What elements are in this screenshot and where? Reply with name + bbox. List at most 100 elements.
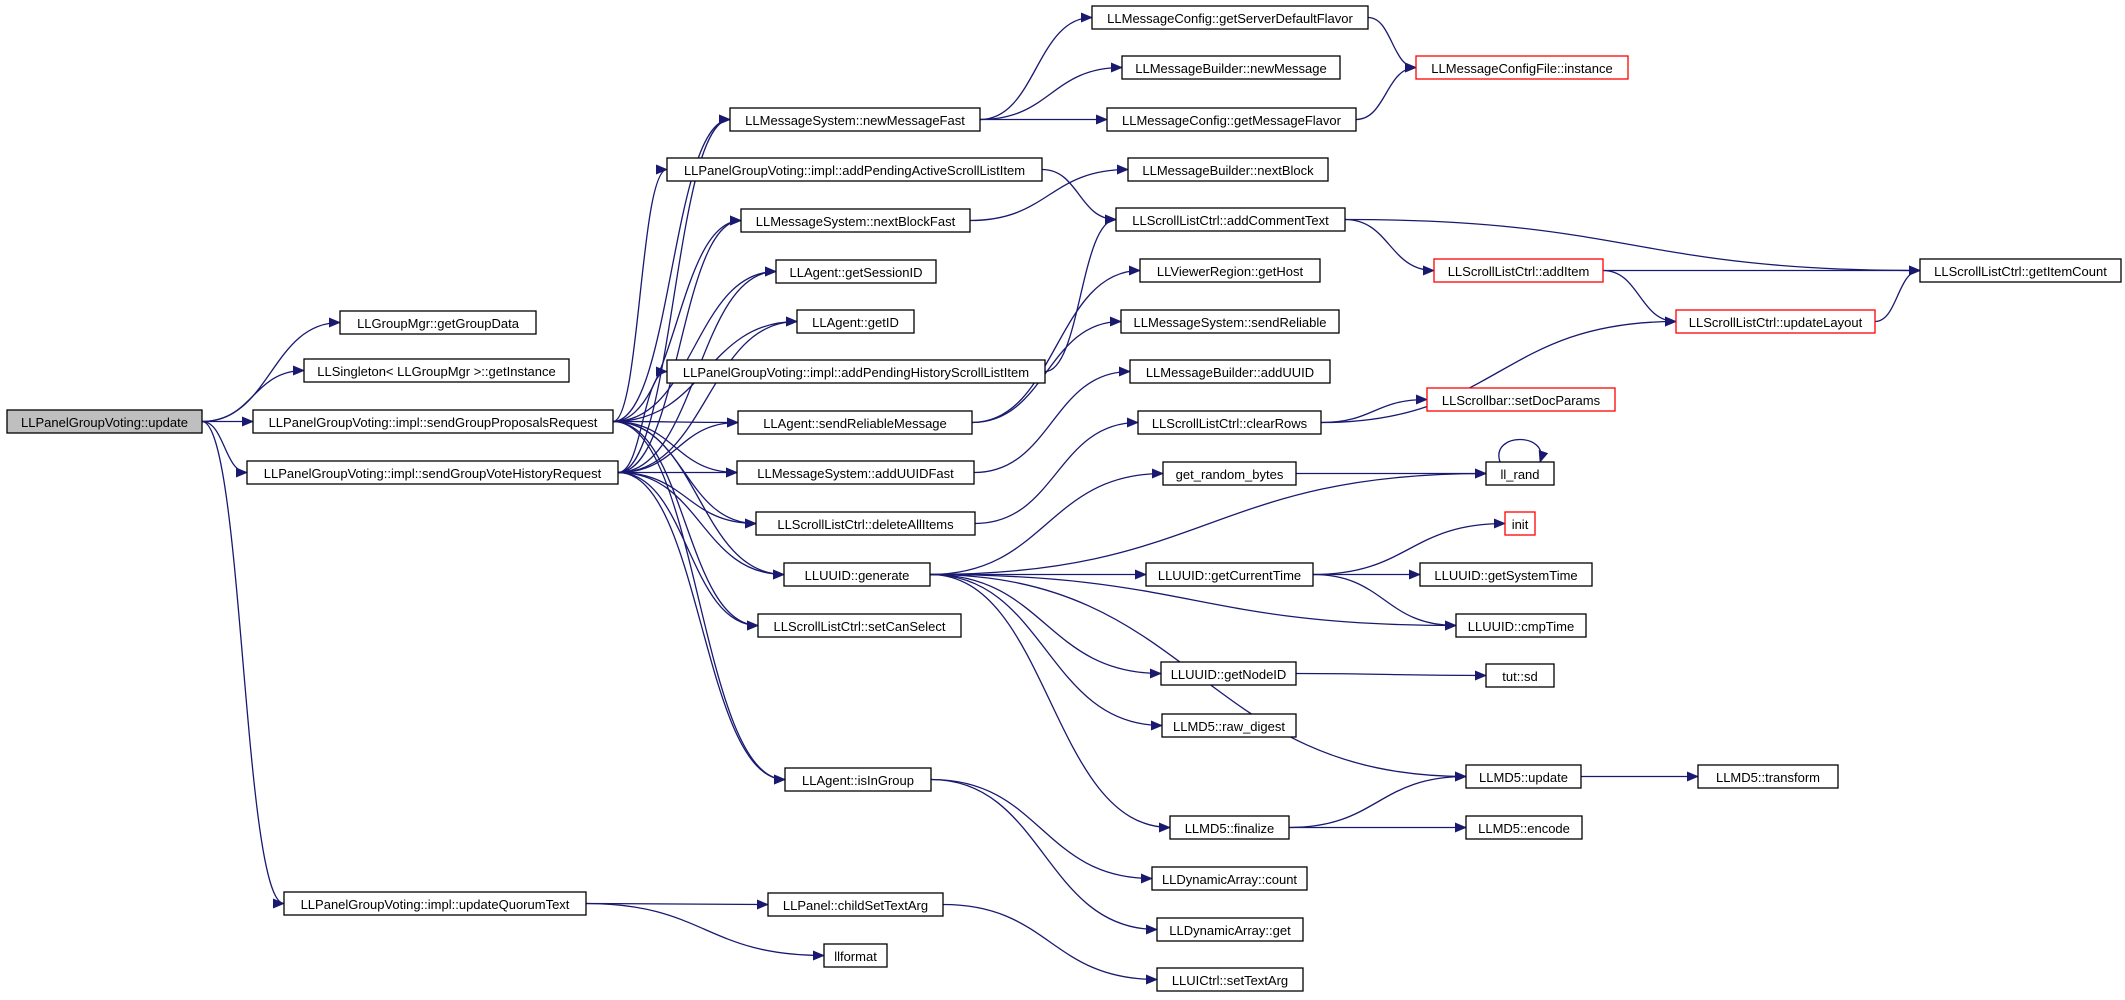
node-updateQuorum[interactable]: LLPanelGroupVoting::impl::updateQuorumTe… <box>283 891 587 916</box>
node-addUUID[interactable]: LLMessageBuilder::addUUID <box>1129 359 1331 384</box>
edge-getCurrentTime-to-cmpTime <box>1312 573 1457 631</box>
node-init[interactable]: init <box>1504 511 1536 536</box>
node-clearRows[interactable]: LLScrollListCtrl::clearRows <box>1137 410 1322 435</box>
node-getHost[interactable]: LLViewerRegion::getHost <box>1139 258 1321 283</box>
node-getGroupData[interactable]: LLGroupMgr::getGroupData <box>339 310 537 335</box>
node-nextBlockFast[interactable]: LLMessageSystem::nextBlockFast <box>740 208 971 233</box>
node-childSetTextArg[interactable]: LLPanel::childSetTextArg <box>767 892 944 917</box>
node-getRandomBytes[interactable]: get_random_bytes <box>1162 461 1297 486</box>
node-label: LLScrollListCtrl::clearRows <box>1152 416 1308 431</box>
node-getCurrentTime[interactable]: LLUUID::getCurrentTime <box>1145 562 1314 587</box>
node-rawDigest[interactable]: LLMD5::raw_digest <box>1161 713 1297 738</box>
node-box <box>1465 764 1582 789</box>
node-llformat[interactable]: llformat <box>823 943 888 968</box>
node-getMessageFlavor[interactable]: LLMessageConfig::getMessageFlavor <box>1106 107 1357 132</box>
edge-newMessageFast-to-getServerDefaultFlavor <box>979 12 1093 121</box>
node-newMessageFast[interactable]: LLMessageSystem::newMessageFast <box>729 107 981 132</box>
edge-sendProposals-to-generate <box>612 420 785 580</box>
node-generate[interactable]: LLUUID::generate <box>783 562 931 587</box>
node-addCommentText[interactable]: LLScrollListCtrl::addCommentText <box>1115 207 1346 232</box>
node-cmpTime[interactable]: LLUUID::cmpTime <box>1455 613 1587 638</box>
node-box <box>1145 562 1314 587</box>
node-box <box>666 359 1046 384</box>
node-label: LLUUID::getCurrentTime <box>1158 568 1301 583</box>
node-label: LLMessageBuilder::nextBlock <box>1142 163 1314 178</box>
node-box <box>1156 967 1304 992</box>
node-update[interactable]: LLPanelGroupVoting::update <box>6 409 203 434</box>
node-count[interactable]: LLDynamicArray::count <box>1151 866 1308 891</box>
node-label: LLMessageConfigFile::instance <box>1431 61 1612 76</box>
node-getSystemTime[interactable]: LLUUID::getSystemTime <box>1419 562 1593 587</box>
node-configInstance[interactable]: LLMessageConfigFile::instance <box>1415 55 1629 80</box>
node-deleteAllItems[interactable]: LLScrollListCtrl::deleteAllItems <box>755 511 976 536</box>
node-finalize[interactable]: LLMD5::finalize <box>1169 815 1290 840</box>
edge-sendReliableMessage-to-getHost <box>971 265 1141 424</box>
node-label: LLPanelGroupVoting::impl::addPendingHist… <box>683 365 1029 380</box>
node-label: LLScrollListCtrl::updateLayout <box>1689 315 1863 330</box>
node-label: LLScrollListCtrl::deleteAllItems <box>777 517 954 532</box>
node-box <box>784 767 932 792</box>
node-addItem[interactable]: LLScrollListCtrl::addItem <box>1433 258 1604 283</box>
node-label: LLViewerRegion::getHost <box>1157 264 1304 279</box>
node-box <box>1161 713 1297 738</box>
node-label: LLScrollListCtrl::addCommentText <box>1132 213 1329 228</box>
edge-addCommentText-to-addItem <box>1344 218 1435 276</box>
node-setDocParams[interactable]: LLScrollbar::setDocParams <box>1426 387 1616 412</box>
node-getID[interactable]: LLAgent::getID <box>796 309 915 334</box>
nodes: LLPanelGroupVoting::update LLGroupMgr::ge… <box>6 5 2122 992</box>
node-box <box>1120 309 1340 334</box>
node-sendReliable[interactable]: LLMessageSystem::sendReliable <box>1120 309 1340 334</box>
node-label: LLUUID::getNodeID <box>1171 667 1287 682</box>
node-addUUIDFast[interactable]: LLMessageSystem::addUUIDFast <box>736 460 975 485</box>
edge-sendProposals-to-newMessageFast <box>612 114 731 423</box>
node-setTextArg[interactable]: LLUICtrl::setTextArg <box>1156 967 1304 992</box>
node-get[interactable]: LLDynamicArray::get <box>1156 917 1304 942</box>
node-encode[interactable]: LLMD5::encode <box>1465 815 1583 840</box>
edge-sendProposals-to-addPendingActive <box>612 164 668 423</box>
node-box <box>783 562 931 587</box>
node-box <box>1115 207 1346 232</box>
node-tutSd[interactable]: tut::sd <box>1485 663 1555 688</box>
node-sendProposals[interactable]: LLPanelGroupVoting::impl::sendGroupPropo… <box>252 409 614 434</box>
node-label: LLMessageBuilder::newMessage <box>1135 61 1327 76</box>
node-box <box>303 358 570 383</box>
node-setCanSelect[interactable]: LLScrollListCtrl::setCanSelect <box>757 613 962 638</box>
node-label: LLMD5::finalize <box>1185 821 1275 836</box>
node-label: LLPanel::childSetTextArg <box>783 898 928 913</box>
edge-deleteAllItems-to-clearRows <box>974 417 1139 525</box>
node-box <box>666 157 1043 182</box>
node-label: LLAgent::isInGroup <box>802 773 914 788</box>
node-getNodeID[interactable]: LLUUID::getNodeID <box>1160 661 1297 686</box>
node-label: LLMD5::update <box>1479 770 1568 785</box>
node-updateLayout[interactable]: LLScrollListCtrl::updateLayout <box>1675 309 1876 334</box>
node-label: ll_rand <box>1500 467 1539 482</box>
edge-generate-to-cmpTime <box>929 573 1457 631</box>
node-nextBlock[interactable]: LLMessageBuilder::nextBlock <box>1127 157 1329 182</box>
node-label: LLMessageConfig::getServerDefaultFlavor <box>1107 11 1353 26</box>
node-box <box>1419 562 1593 587</box>
node-md5Update[interactable]: LLMD5::update <box>1465 764 1582 789</box>
node-isInGroup[interactable]: LLAgent::isInGroup <box>784 767 932 792</box>
node-getSessionID[interactable]: LLAgent::getSessionID <box>775 259 937 284</box>
node-getServerDefaultFlavor[interactable]: LLMessageConfig::getServerDefaultFlavor <box>1091 5 1369 30</box>
node-box <box>1415 55 1629 80</box>
node-label: LLPanelGroupVoting::impl::updateQuorumTe… <box>301 897 570 912</box>
node-newMessage[interactable]: LLMessageBuilder::newMessage <box>1121 55 1341 80</box>
node-label: LLScrollListCtrl::getItemCount <box>1934 264 2107 279</box>
edge-updateLayout-to-getItemCount <box>1874 265 1921 323</box>
node-getInstance[interactable]: LLSingleton< LLGroupMgr >::getInstance <box>303 358 570 383</box>
node-addPendingActive[interactable]: LLPanelGroupVoting::impl::addPendingActi… <box>666 157 1043 182</box>
node-label: LLUUID::generate <box>805 568 910 583</box>
node-transform[interactable]: LLMD5::transform <box>1697 764 1839 789</box>
node-getItemCount[interactable]: LLScrollListCtrl::getItemCount <box>1919 258 2122 283</box>
node-sendVoteHistory[interactable]: LLPanelGroupVoting::impl::sendGroupVoteH… <box>246 460 619 485</box>
node-sendReliableMessage[interactable]: LLAgent::sendReliableMessage <box>737 410 973 435</box>
node-label: LLAgent::getID <box>812 315 899 330</box>
node-box <box>1127 157 1329 182</box>
node-llRand[interactable]: ll_rand <box>1485 461 1555 486</box>
edge-update-to-getInstance <box>201 365 305 423</box>
edge-getNodeID-to-tutSd <box>1295 670 1487 681</box>
node-label: init <box>1512 517 1529 532</box>
edge-generate-to-finalize <box>929 573 1171 833</box>
node-addPendingHistory[interactable]: LLPanelGroupVoting::impl::addPendingHist… <box>666 359 1046 384</box>
